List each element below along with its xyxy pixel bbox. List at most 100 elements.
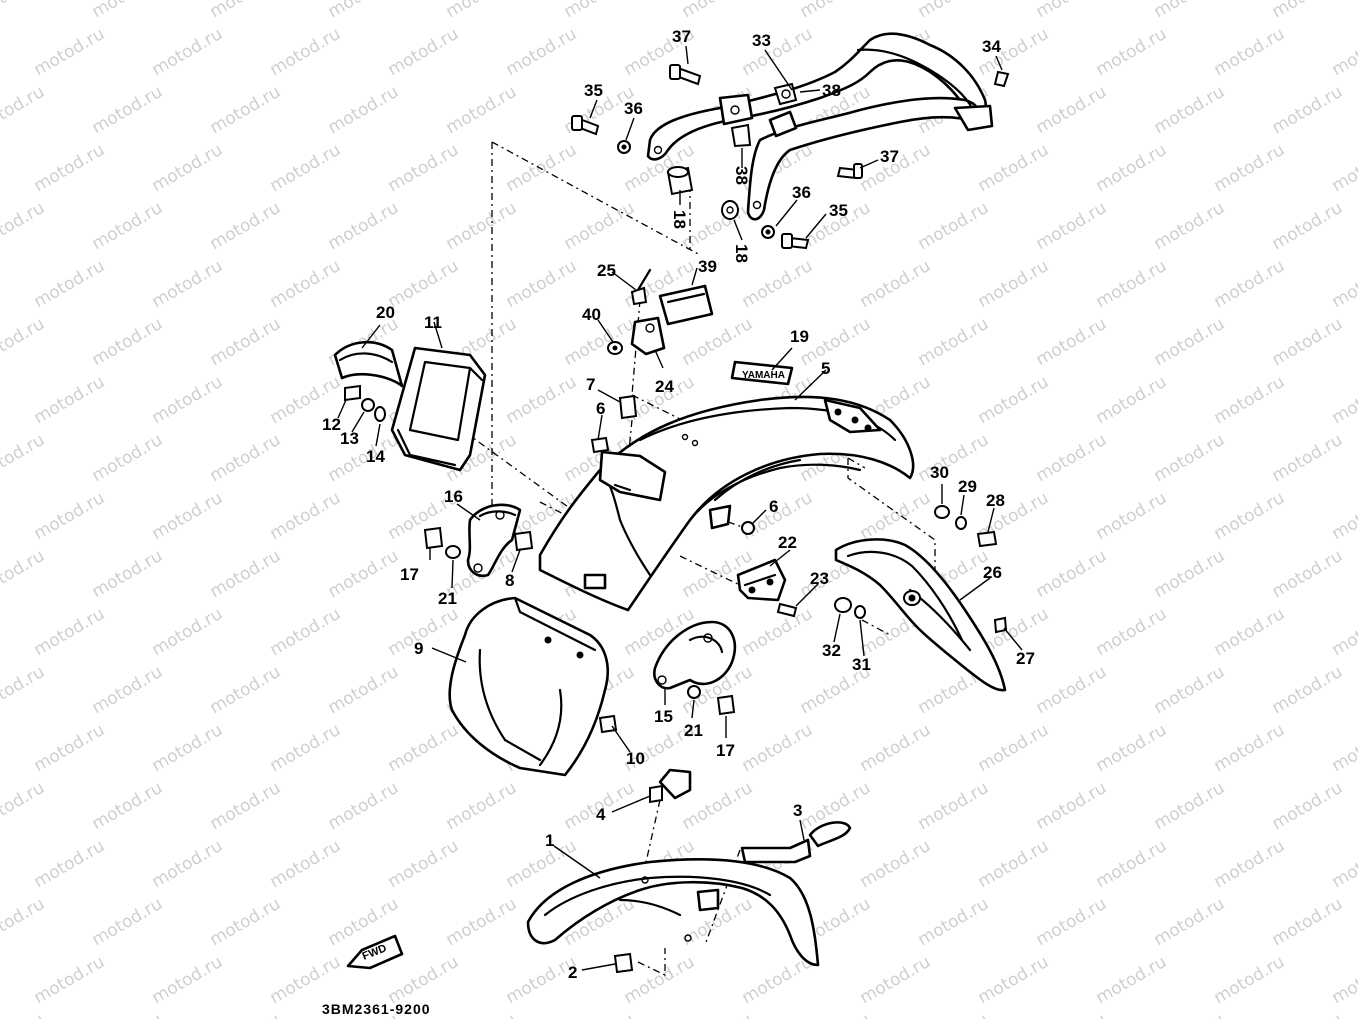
- watermark-text: motod.ru: [207, 546, 285, 602]
- watermark-text: motod.ru: [207, 198, 285, 254]
- watermark-text: motod.ru: [1329, 952, 1358, 1008]
- watermark-text: motod.ru: [975, 952, 1053, 1008]
- watermark-text: motod.ru: [1093, 720, 1171, 776]
- watermark-text: motod.ru: [207, 0, 285, 22]
- watermark-text: motod.ru: [0, 662, 48, 718]
- watermark-text: motod.ru: [975, 720, 1053, 776]
- callout-24: 24: [655, 377, 674, 396]
- watermark-text: motod.ru: [443, 778, 521, 834]
- part-9-inner-fender: [448, 596, 618, 777]
- watermark-text: motod.ru: [1211, 952, 1289, 1008]
- watermark-text: motod.ru: [1211, 372, 1289, 428]
- watermark-text: motod.ru: [443, 1010, 521, 1019]
- rail-hardware: [571, 64, 1010, 250]
- watermark-text: motod.ru: [1151, 430, 1229, 486]
- fwd-arrow-icon: FWD: [346, 934, 404, 970]
- watermark-text: motod.ru: [385, 952, 463, 1008]
- callout-40: 40: [582, 305, 601, 324]
- watermark-text: motod.ru: [1329, 24, 1358, 80]
- callout-38a: 38: [822, 81, 841, 100]
- watermark-text: motod.ru: [915, 0, 993, 22]
- callout-10: 10: [626, 749, 645, 768]
- watermark-text: motod.ru: [89, 198, 167, 254]
- watermark-text: motod.ru: [1093, 488, 1171, 544]
- watermark-text: motod.ru: [1329, 372, 1358, 428]
- watermark-text: motod.ru: [1151, 0, 1229, 22]
- watermark-text: motod.ru: [915, 778, 993, 834]
- watermark-text: motod.ru: [1093, 140, 1171, 196]
- callout-39: 39: [698, 257, 717, 276]
- watermark-text: motod.ru: [207, 82, 285, 138]
- watermark-text: motod.ru: [267, 952, 345, 1008]
- watermark-text: motod.ru: [1033, 314, 1111, 370]
- watermark-text: motod.ru: [149, 488, 227, 544]
- callout-33: 33: [752, 31, 771, 50]
- watermark-text: motod.ru: [31, 256, 109, 312]
- callout-17b: 17: [716, 741, 735, 760]
- callout-36a: 36: [624, 99, 643, 118]
- watermark-text: motod.ru: [89, 314, 167, 370]
- emblem-text: YAMAHA: [742, 370, 785, 381]
- watermark-text: motod.ru: [0, 1010, 48, 1019]
- watermark-text: motod.ru: [267, 720, 345, 776]
- leader-lines: [337, 45, 1023, 971]
- watermark-text: motod.ru: [1151, 778, 1229, 834]
- watermark-text: motod.ru: [0, 314, 48, 370]
- callout-12: 12: [322, 415, 341, 434]
- callout-8: 8: [505, 571, 514, 590]
- watermark-text: motod.ru: [1269, 546, 1347, 602]
- watermark-text: motod.ru: [325, 662, 403, 718]
- watermark-text: motod.ru: [385, 140, 463, 196]
- watermark-text: motod.ru: [385, 24, 463, 80]
- watermark-text: motod.ru: [1269, 894, 1347, 950]
- watermark-text: motod.ru: [1329, 140, 1358, 196]
- watermark-text: motod.ru: [1269, 82, 1347, 138]
- watermark-text: motod.ru: [1269, 0, 1347, 22]
- callout-19: 19: [790, 327, 809, 346]
- watermark-text: motod.ru: [1269, 1010, 1347, 1019]
- watermark-text: motod.ru: [89, 0, 167, 22]
- callout-15: 15: [654, 707, 673, 726]
- callout-31: 31: [852, 655, 871, 674]
- callout-2: 2: [568, 963, 577, 982]
- watermark-text: motod.ru: [1093, 256, 1171, 312]
- callout-25: 25: [597, 261, 616, 280]
- watermark-text: motod.ru: [1269, 430, 1347, 486]
- watermark-text: motod.ru: [31, 952, 109, 1008]
- watermark-text: motod.ru: [1269, 198, 1347, 254]
- watermark-text: motod.ru: [975, 140, 1053, 196]
- watermark-text: motod.ru: [325, 198, 403, 254]
- callout-1: 1: [545, 831, 554, 850]
- watermark-text: motod.ru: [89, 894, 167, 950]
- part-22-bracket: [736, 558, 798, 618]
- callout-20: 20: [376, 303, 395, 322]
- callout-28: 28: [986, 491, 1005, 510]
- watermark-text: motod.ru: [679, 0, 757, 22]
- watermark-text: motod.ru: [0, 894, 48, 950]
- watermark-text: motod.ru: [975, 372, 1053, 428]
- watermark-text: motod.ru: [89, 430, 167, 486]
- callout-26: 26: [983, 563, 1002, 582]
- watermark-text: motod.ru: [1211, 140, 1289, 196]
- watermark-text: motod.ru: [1093, 836, 1171, 892]
- callout-27: 27: [1016, 649, 1035, 668]
- watermark-text: motod.ru: [857, 836, 935, 892]
- watermark-text: motod.ru: [149, 140, 227, 196]
- watermark-text: motod.ru: [1033, 662, 1111, 718]
- watermark-text: motod.ru: [1033, 546, 1111, 602]
- callout-18b: 18: [732, 244, 751, 263]
- watermark-text: motod.ru: [503, 372, 581, 428]
- watermark-text: motod.ru: [443, 894, 521, 950]
- watermark-text: motod.ru: [503, 256, 581, 312]
- watermark-text: motod.ru: [385, 836, 463, 892]
- watermark-text: motod.ru: [1211, 836, 1289, 892]
- watermark-text: motod.ru: [915, 894, 993, 950]
- watermark-text: motod.ru: [1329, 488, 1358, 544]
- watermark-text: motod.ru: [739, 256, 817, 312]
- callout-36b: 36: [792, 183, 811, 202]
- watermark-text: motod.ru: [1151, 198, 1229, 254]
- watermark-text: motod.ru: [1033, 1010, 1111, 1019]
- watermark-text: motod.ru: [207, 430, 285, 486]
- callout-21a: 21: [438, 589, 457, 608]
